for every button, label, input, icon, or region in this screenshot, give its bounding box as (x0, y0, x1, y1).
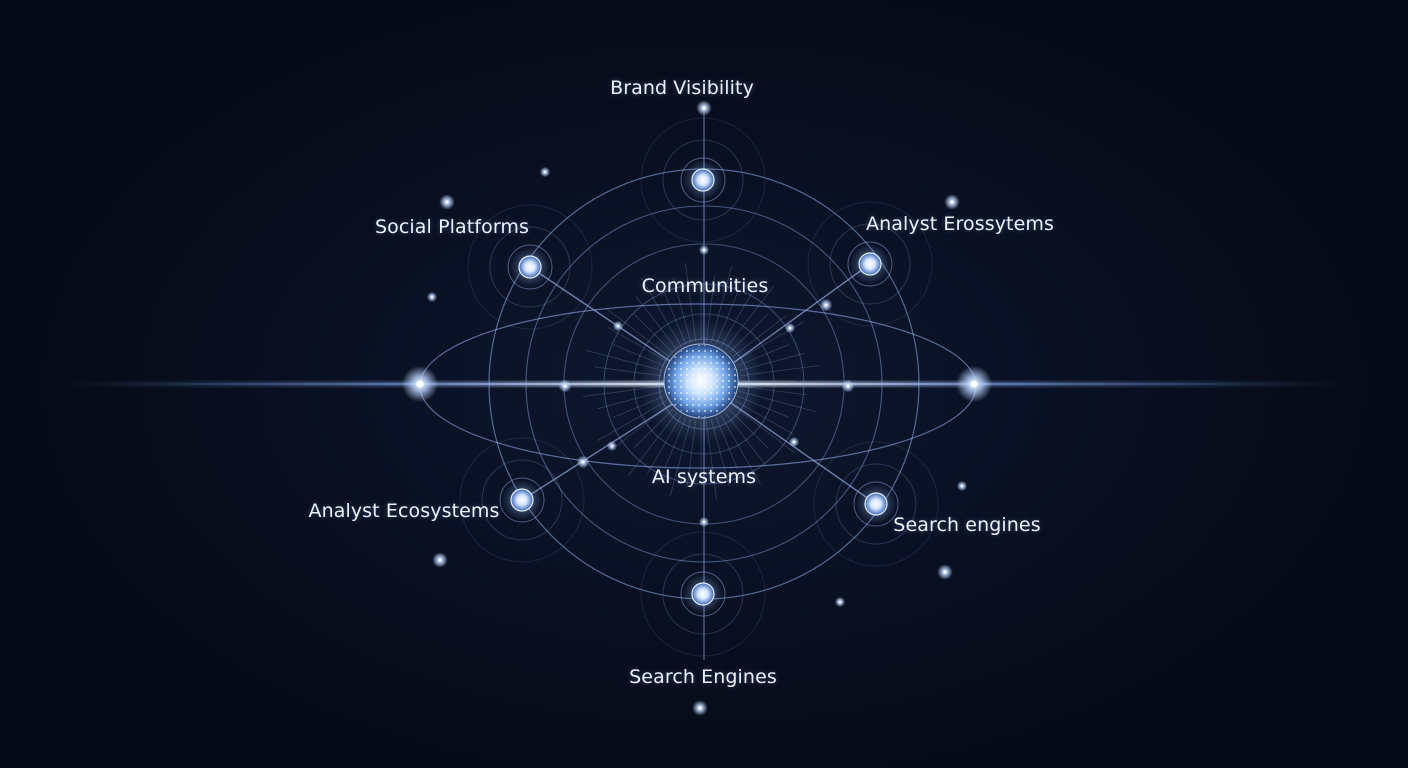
node-halos (459, 117, 939, 657)
node-halo-ring (507, 244, 553, 290)
node-halo-ring (835, 463, 917, 545)
label-communities: Communities (641, 275, 769, 297)
node-halo-ring (829, 223, 911, 305)
node-halo-ring (640, 531, 766, 657)
label-search-engines-lower: Search engines (893, 514, 1041, 536)
node-halo-ring (662, 553, 744, 635)
node-halo-ring (662, 139, 744, 221)
sparkle-core (698, 706, 702, 710)
sparkle-core (839, 601, 841, 603)
sparkle-core (824, 303, 828, 307)
sparkle-core (416, 380, 424, 388)
sparkle-core (431, 296, 433, 298)
node-halo-ring (853, 481, 899, 527)
sparkle-core (563, 384, 567, 388)
node-halo-ring (847, 241, 893, 287)
sparkle-core (611, 445, 613, 447)
sparkle-core (970, 380, 978, 388)
sparkle-core (445, 200, 449, 204)
node-search-engines-lower (864, 492, 888, 516)
sparkle-core (961, 485, 963, 487)
sparkle-core (581, 460, 585, 464)
node-halo-ring (680, 571, 726, 617)
node-halo-ring (467, 204, 593, 330)
nodes (502, 160, 896, 614)
sparkle-core (789, 327, 791, 329)
node-halo-ring (813, 441, 939, 567)
core-sphere (639, 319, 763, 443)
node-halo-ring (680, 157, 726, 203)
sparkle-core (846, 384, 850, 388)
label-brand-visibility: Brand Visibility (610, 77, 754, 99)
sparkle-core (544, 171, 546, 173)
label-ai-systems: AI systems (651, 466, 757, 488)
sparkle-core (703, 521, 705, 523)
sparkle-core (438, 558, 442, 562)
sparkles (401, 100, 993, 716)
sparkle-core (703, 249, 705, 251)
label-search-engines-bottom: Search Engines (629, 666, 777, 688)
node-halo-ring (499, 477, 545, 523)
sparkle-core (950, 200, 954, 204)
node-brand-visibility (691, 168, 715, 192)
node-halo-ring (807, 201, 933, 327)
label-social-platforms: Social Platforms (375, 216, 529, 238)
node-analyst-erossytems (858, 252, 882, 276)
node-halo-ring (640, 117, 766, 243)
label-analyst-ecosystems: Analyst Ecosystems (308, 500, 500, 522)
sparkle-core (702, 106, 706, 110)
node-analyst-ecosystems (510, 488, 534, 512)
label-analyst-erossytems: Analyst Erossytems (865, 213, 1055, 235)
node-halo-ring (481, 459, 563, 541)
node-social-platforms (518, 255, 542, 279)
sparkle-core (793, 441, 795, 443)
node-halo-ring (459, 437, 585, 563)
sparkle-core (943, 570, 947, 574)
node-search-engines-bottom (691, 582, 715, 606)
sparkle-core (617, 325, 619, 327)
node-halo-ring (489, 226, 571, 308)
